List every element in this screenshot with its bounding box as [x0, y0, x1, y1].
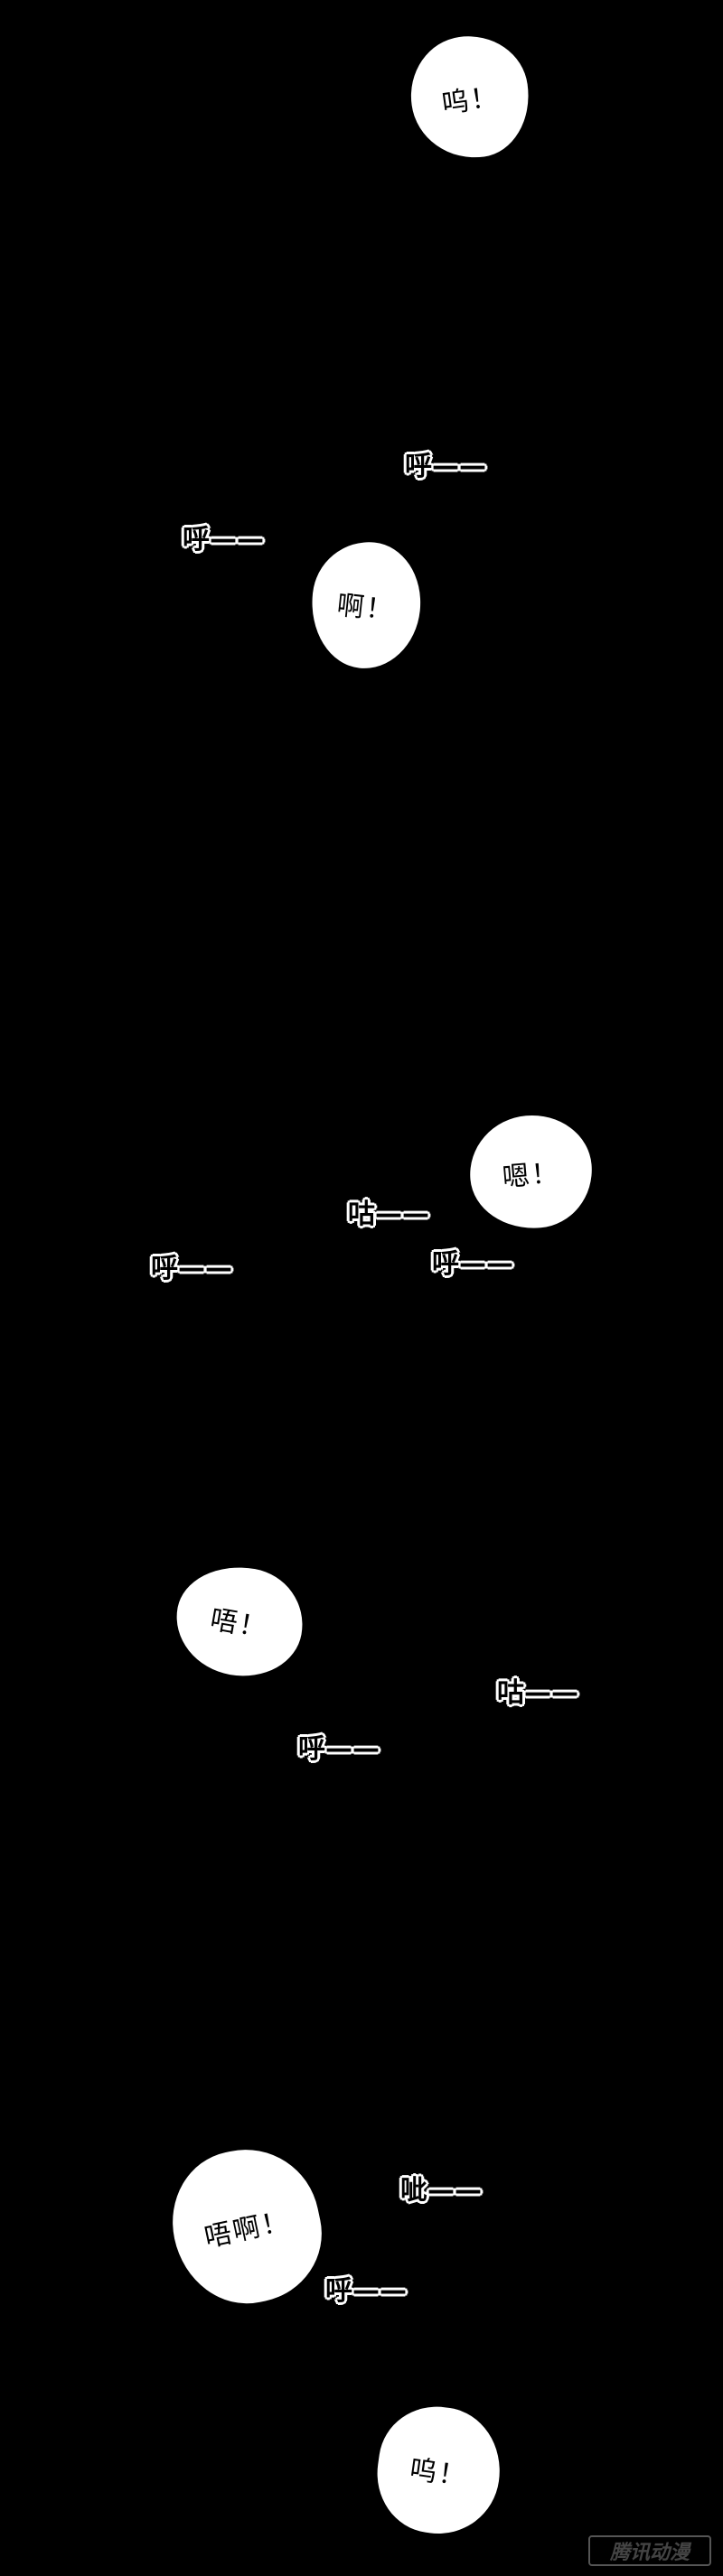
- tencent-comic-logo-icon: 腾讯动漫: [588, 2535, 711, 2566]
- svg-text:腾讯动漫: 腾讯动漫: [609, 2542, 692, 2564]
- speech-bubble: 唔啊！: [159, 2136, 334, 2317]
- sound-effect: 呼——: [405, 451, 486, 482]
- bubble-text: 唔！: [207, 1603, 270, 1646]
- bubble-text: 唔啊！: [202, 2205, 294, 2254]
- sound-effect: 咕——: [348, 1199, 429, 1230]
- speech-bubble: 唔！: [167, 1556, 312, 1686]
- speech-bubble: 呜！: [369, 2399, 509, 2542]
- sound-effect: 呼——: [325, 2275, 407, 2307]
- sound-effect: 咕——: [497, 1677, 578, 1709]
- speech-bubble: 嗯！: [465, 1110, 597, 1234]
- bubble-text: 嗯！: [501, 1156, 562, 1194]
- speech-bubble: 啊！: [305, 537, 427, 674]
- sound-effect: 呼——: [432, 1248, 513, 1280]
- sound-effect: 呼——: [298, 1733, 380, 1765]
- sound-effect: 呲——: [400, 2175, 482, 2207]
- bubble-text: 呜！: [439, 80, 502, 120]
- sound-effect: 呼——: [151, 1253, 232, 1284]
- bubble-text: 啊！: [334, 589, 397, 628]
- sound-effect: 呼——: [183, 524, 264, 555]
- speech-bubble: 呜！: [403, 28, 537, 166]
- bubble-text: 呜！: [407, 2453, 470, 2494]
